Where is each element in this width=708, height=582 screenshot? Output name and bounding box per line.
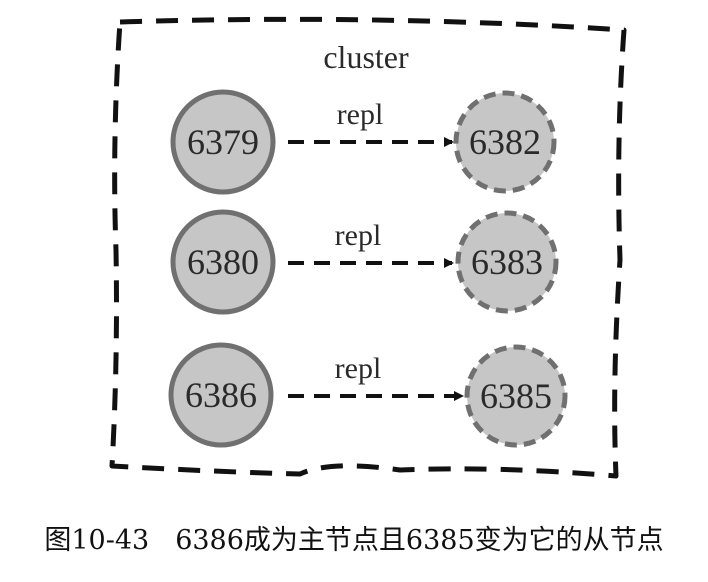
node-label: 6386 bbox=[185, 375, 257, 415]
node-master-6380: 6380 bbox=[170, 209, 276, 315]
edge-label: repl bbox=[335, 219, 382, 252]
node-slave-6383: 6383 bbox=[455, 210, 559, 314]
edge-label: repl bbox=[337, 98, 384, 131]
replication-edge: repl bbox=[288, 352, 464, 401]
cluster-boundary bbox=[109, 16, 627, 479]
node-slave-6385: 6385 bbox=[464, 344, 568, 448]
replication-edge: repl bbox=[288, 219, 454, 268]
cluster-label: cluster bbox=[323, 39, 409, 75]
figure-number: 图10-43 bbox=[44, 525, 150, 556]
replication-edge: repl bbox=[288, 98, 454, 147]
caption-text: 6386成为主节点且6385变为它的从节点 bbox=[175, 525, 664, 556]
node-label: 6382 bbox=[469, 122, 541, 162]
node-label: 6379 bbox=[187, 122, 259, 162]
edge-label: repl bbox=[335, 352, 382, 385]
node-slave-6382: 6382 bbox=[453, 90, 557, 194]
node-label: 6380 bbox=[187, 242, 259, 282]
node-label: 6383 bbox=[471, 242, 543, 282]
node-label: 6385 bbox=[480, 376, 552, 416]
node-master-6386: 6386 bbox=[168, 342, 274, 448]
figure-caption: 图10-43 6386成为主节点且6385变为它的从节点 bbox=[0, 518, 708, 557]
node-master-6379: 6379 bbox=[170, 89, 276, 195]
